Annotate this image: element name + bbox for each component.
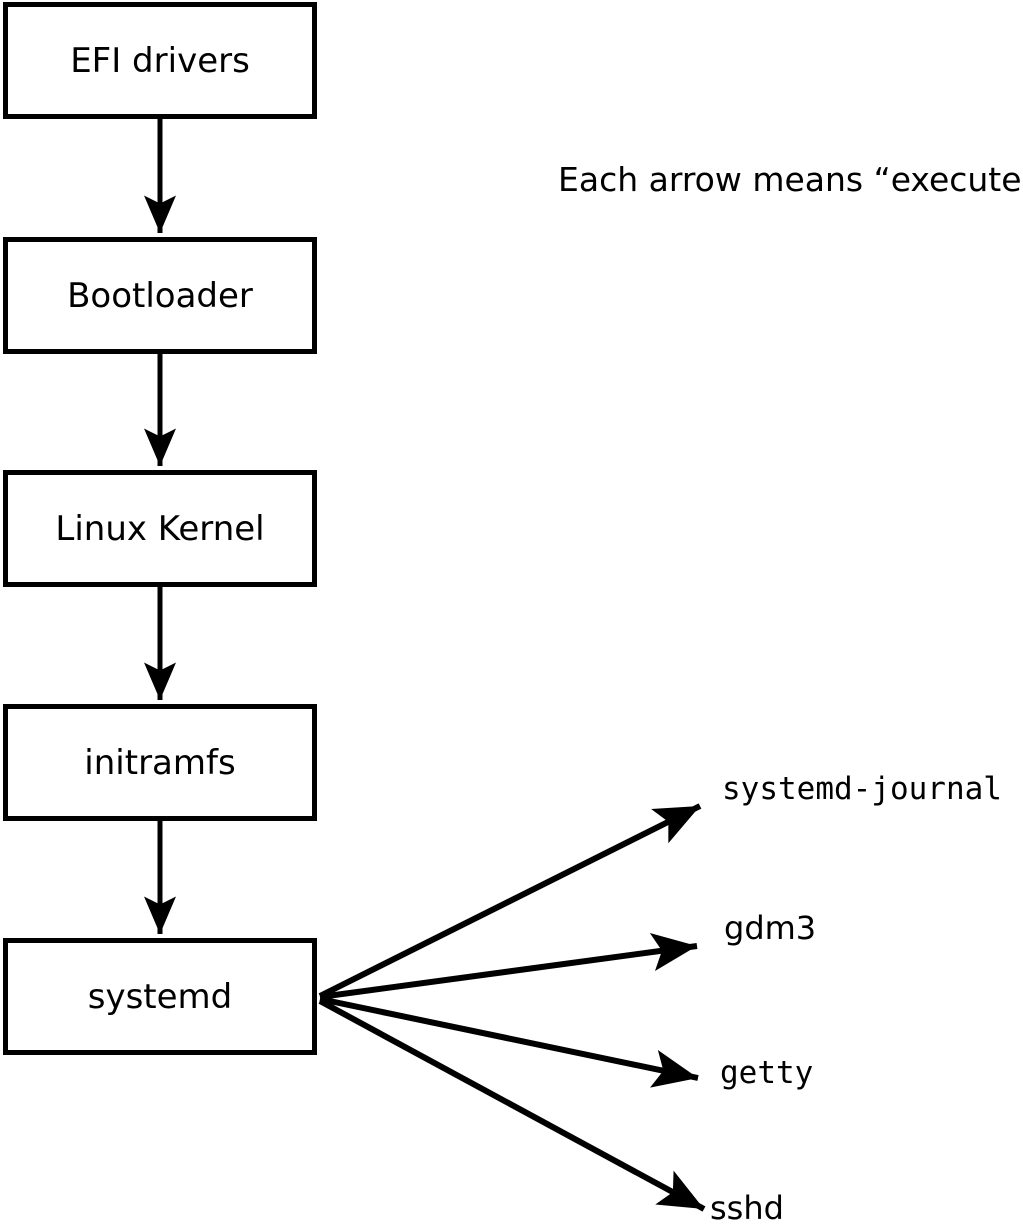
- node-bootloader: Bootloader: [3, 237, 317, 354]
- arrow-systemd-to-getty: [319, 996, 699, 1088]
- target-sshd: sshd: [710, 1189, 784, 1227]
- target-systemd-journal: systemd-journal: [722, 771, 1002, 807]
- node-bootloader-label: Bootloader: [67, 275, 253, 316]
- node-systemd-label: systemd: [87, 976, 233, 1017]
- node-systemd: systemd: [3, 938, 317, 1055]
- node-efi-drivers: EFI drivers: [3, 2, 317, 119]
- node-initramfs: initramfs: [3, 704, 317, 821]
- target-getty: getty: [720, 1055, 814, 1091]
- arrow-systemd-to-gdm3: [319, 933, 698, 1000]
- arrow-systemd-to-journal: [318, 803, 702, 999]
- node-efi-drivers-label: EFI drivers: [70, 40, 250, 81]
- node-linux-kernel-label: Linux Kernel: [55, 508, 265, 549]
- arrow-systemd-to-sshd: [318, 998, 706, 1212]
- node-linux-kernel: Linux Kernel: [3, 470, 317, 587]
- arrow-legend-note: Each arrow means “executes”.: [558, 160, 1023, 199]
- node-initramfs-label: initramfs: [84, 742, 236, 783]
- target-gdm3: gdm3: [724, 909, 817, 947]
